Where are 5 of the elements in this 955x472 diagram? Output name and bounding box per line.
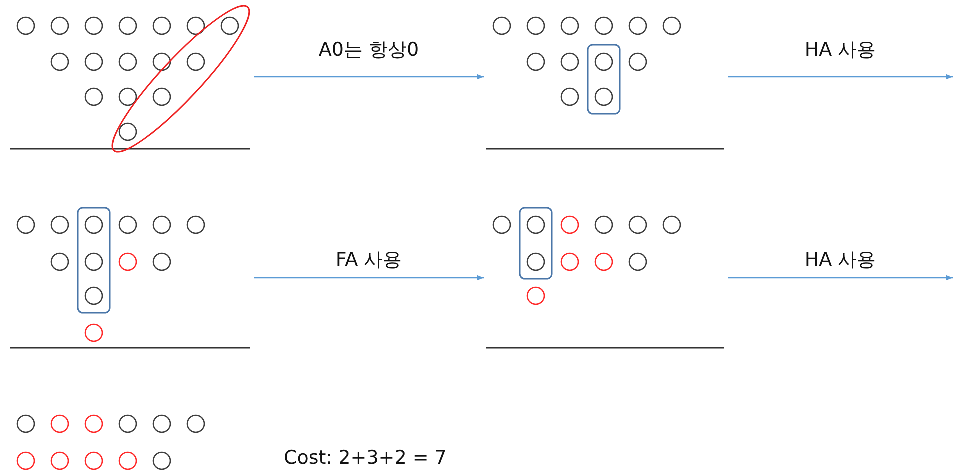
arrow	[254, 74, 484, 80]
arrow	[254, 275, 484, 281]
arrow	[728, 275, 953, 281]
arrow	[728, 74, 953, 80]
cost-note: Cost: 2+3+2 = 7	[284, 447, 447, 469]
